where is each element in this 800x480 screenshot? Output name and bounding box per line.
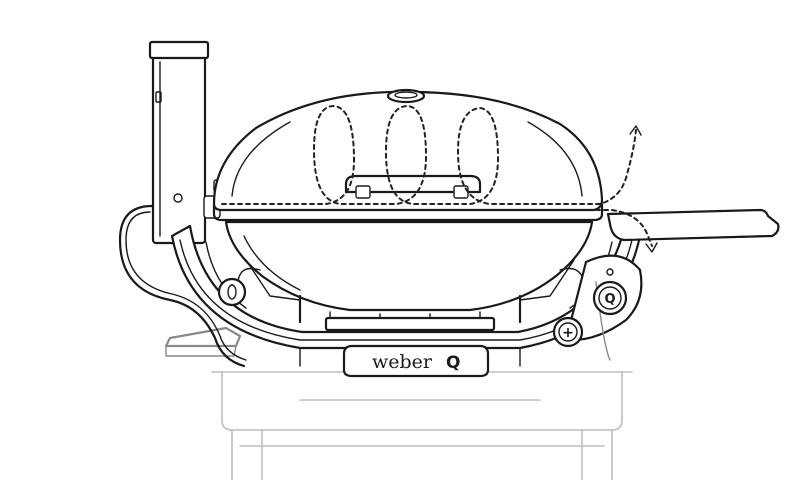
left-frame-knob: [217, 277, 247, 307]
brand-plate: weber Q: [299, 344, 521, 378]
lid-handle: [344, 174, 482, 199]
lid-thermometer: [386, 88, 426, 104]
cart-stand: [211, 371, 633, 480]
burner-frame: [237, 259, 585, 332]
arrow-down-icon: [645, 242, 658, 253]
control-knob: Q: [592, 280, 628, 316]
ignition-button: +: [552, 316, 584, 348]
airflow-convection: [221, 104, 658, 253]
side-table: [606, 208, 780, 242]
plus-icon: +: [562, 325, 574, 341]
brand-mark: Q: [446, 353, 460, 373]
knob-mark: Q: [604, 292, 615, 307]
grill-lid: [212, 90, 604, 222]
brand-label: weber: [372, 351, 433, 373]
probe-cable: [118, 204, 246, 368]
left-side-tray: [164, 326, 242, 357]
arrow-up-icon: [629, 125, 642, 136]
thermometer-probe-unit: [148, 40, 223, 245]
